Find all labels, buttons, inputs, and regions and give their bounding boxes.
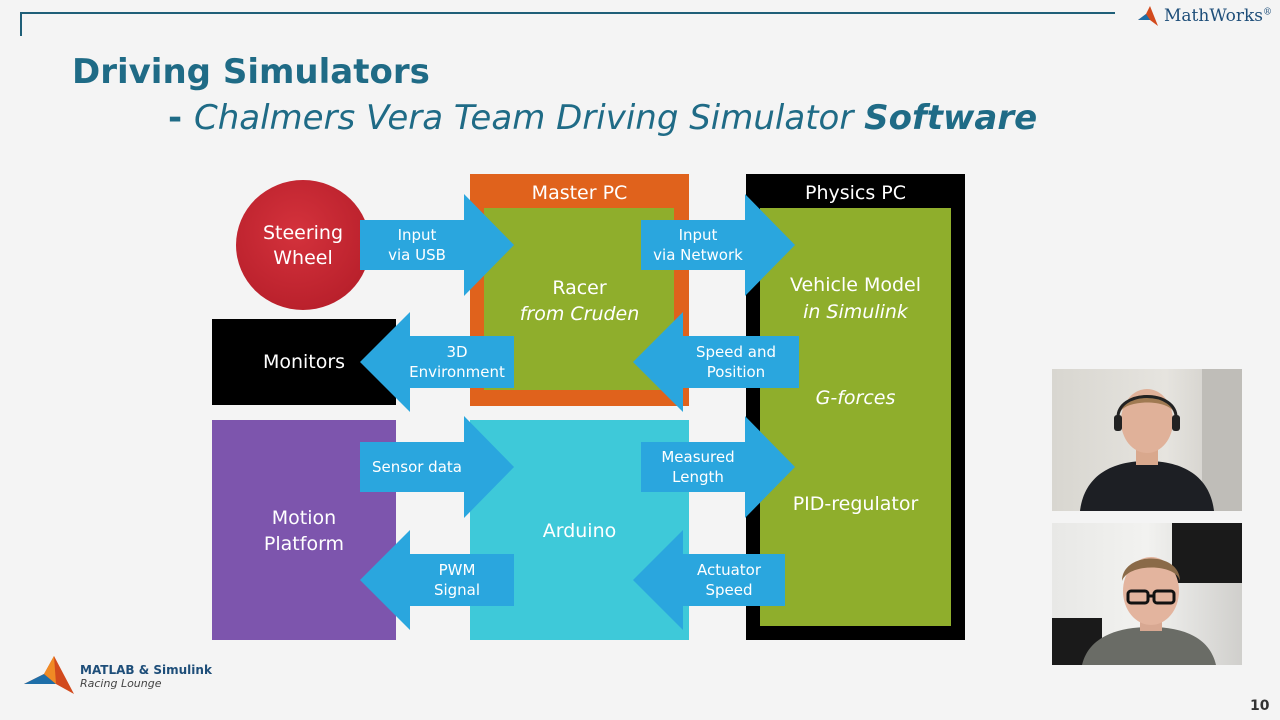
- mathworks-logo: MathWorks®: [1136, 2, 1276, 30]
- vehicle-model-label: Vehicle Model: [789, 274, 922, 296]
- arrow-speed-position-line1: Speed and: [695, 343, 776, 361]
- arrow-speed-position-line2: Position: [706, 363, 766, 381]
- webcam-feed-bottom: [1052, 523, 1242, 665]
- header-rule: [20, 12, 1115, 14]
- person-silhouette-icon: [1052, 523, 1242, 665]
- arrow-pwm-signal-line2: Signal: [433, 581, 481, 599]
- arrow-3d-environment: 3D Environment: [360, 312, 514, 412]
- arrow-measured-length-line2: Length: [672, 468, 724, 486]
- motion-platform-label-1: Motion: [271, 507, 337, 529]
- slide-title: Driving Simulators: [72, 52, 430, 92]
- arrow-input-network-line2: via Network: [653, 246, 743, 264]
- membrane-icon: [24, 656, 74, 694]
- footer-logo-line1: MATLAB & Simulink: [80, 663, 212, 677]
- arrow-sensor-data-label: Sensor data: [372, 458, 462, 476]
- arduino-label: Arduino: [542, 520, 617, 542]
- arrow-pwm-signal: PWM Signal: [360, 530, 514, 630]
- mathworks-brand-text: MathWorks®: [1164, 6, 1273, 26]
- monitors-label: Monitors: [262, 351, 346, 373]
- matlab-racing-lounge-logo: MATLAB & Simulink Racing Lounge: [22, 654, 212, 700]
- racer-label: Racer: [552, 277, 607, 299]
- page-number: 10: [1250, 698, 1270, 714]
- physics-pc-box: Physics PC Vehicle Model in Simulink G-f…: [746, 174, 965, 640]
- slide-subtitle: - Chalmers Vera Team Driving Simulator S…: [168, 98, 1038, 138]
- steering-wheel-label-2: Wheel: [273, 247, 333, 269]
- g-forces-label: G-forces: [815, 387, 896, 409]
- arrow-input-network: Input via Network: [641, 194, 795, 296]
- physics-pc-header: Physics PC: [804, 182, 907, 204]
- arrow-input-network-line1: Input: [678, 226, 718, 244]
- arrow-3d-environment-line1: 3D: [446, 343, 468, 361]
- footer-logo-line2: Racing Lounge: [80, 677, 162, 690]
- racer-sub: from Cruden: [519, 303, 640, 325]
- steering-wheel-label-1: Steering: [262, 222, 344, 244]
- header-rule-tick: [20, 12, 22, 36]
- physics-panel: [760, 208, 951, 626]
- pid-regulator-label: PID-regulator: [792, 493, 919, 515]
- arrow-measured-length-line1: Measured: [661, 448, 735, 466]
- arrow-actuator-speed-line1: Actuator: [696, 561, 762, 579]
- person-silhouette-icon: [1080, 369, 1242, 511]
- vehicle-model-sub: in Simulink: [803, 301, 908, 323]
- motion-platform-label-2: Platform: [263, 533, 345, 555]
- arrow-3d-environment-line2: Environment: [409, 363, 505, 381]
- arrow-input-usb-line1: Input: [397, 226, 437, 244]
- steering-wheel-circle: Steering Wheel: [236, 180, 370, 310]
- master-pc-header: Master PC: [531, 182, 628, 204]
- arrow-actuator-speed-line2: Speed: [705, 581, 753, 599]
- arrow-sensor-data: Sensor data: [360, 416, 514, 518]
- arrow-input-usb-line2: via USB: [388, 246, 446, 264]
- webcam-feed-top: [1052, 369, 1242, 511]
- arrow-pwm-signal-line1: PWM: [438, 561, 476, 579]
- membrane-icon: [1138, 6, 1158, 26]
- arrow-input-usb: Input via USB: [360, 194, 514, 296]
